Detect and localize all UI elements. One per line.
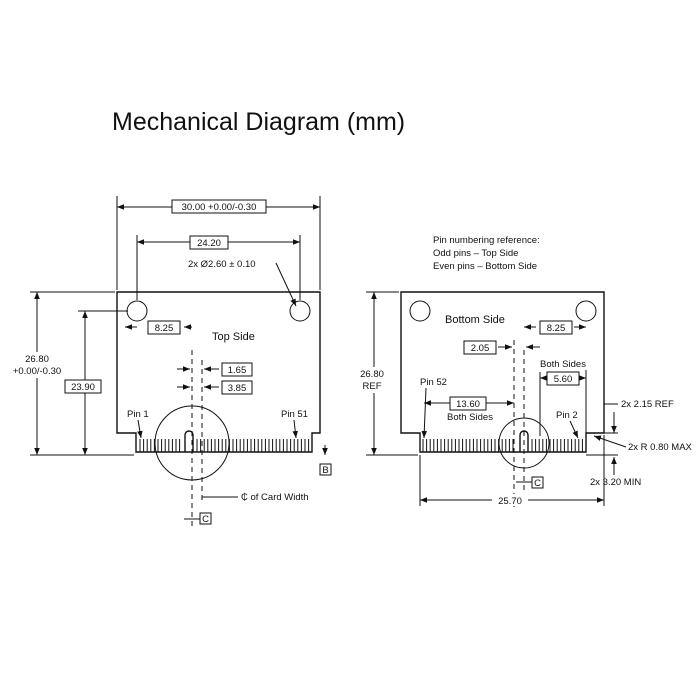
bottom-height-label: 26.80 <box>360 369 384 380</box>
dim-13-60-label: 13.60 <box>456 399 480 410</box>
bottom-height-ref-label: REF <box>363 381 382 392</box>
bottom-pin-first-label: Pin 52 <box>420 377 447 388</box>
dim-1-65-label: 1.65 <box>228 365 247 376</box>
min-3-20-label: 2x 3.20 MIN <box>590 477 641 488</box>
bottom-side-view: Pin numbering reference: Odd pins – Top … <box>356 235 693 510</box>
top-card-outline <box>116 291 321 453</box>
pin-ref-line3: Even pins – Bottom Side <box>433 261 537 272</box>
bottom-mount-hole-left <box>409 300 431 322</box>
centerline-note: ₵ of Card Width <box>241 492 309 503</box>
mount-hole-right <box>289 300 311 322</box>
top-height-label: 26.80 <box>25 354 49 365</box>
radius-label: 2x R 0.80 MAX <box>628 442 693 453</box>
top-height-2-label: 23.90 <box>71 382 95 393</box>
top-hole-offset-label: 8.25 <box>155 323 174 334</box>
mount-hole-left <box>126 300 148 322</box>
bottom-pin-last-label: Pin 2 <box>556 410 578 421</box>
both-sides-label-1: Both Sides <box>540 359 586 370</box>
bottom-card-outline <box>400 291 605 453</box>
page-title: Mechanical Diagram (mm) <box>112 108 406 136</box>
pin-ref-line1: Pin numbering reference: <box>433 235 540 246</box>
top-height-tol-label: +0.00/-0.30 <box>13 366 61 377</box>
top-pin-row <box>139 439 310 452</box>
top-pin-first-label: Pin 1 <box>127 409 149 420</box>
top-side-label: Top Side <box>212 331 255 343</box>
top-width-label: 30.00 +0.00/-0.30 <box>182 202 257 213</box>
top-side-view: 30.00 +0.00/-0.30 24.20 2x Ø2.60 ± 0.10 … <box>13 196 332 530</box>
both-sides-label-2: Both Sides <box>447 412 493 423</box>
top-pin-last-label: Pin 51 <box>281 409 308 420</box>
bottom-datum-c-label: C <box>534 478 541 489</box>
dim-2-05-label: 2.05 <box>471 343 490 354</box>
bottom-side-label: Bottom Side <box>445 314 505 326</box>
ref-2-15-label: 2x 2.15 REF <box>621 399 674 410</box>
top-hole-spacing-label: 24.20 <box>197 238 221 249</box>
top-hole-note: 2x Ø2.60 ± 0.10 <box>188 259 256 270</box>
datum-b-label: B <box>322 465 328 476</box>
bottom-hole-offset-label: 8.25 <box>547 323 566 334</box>
dim-3-85-label: 3.85 <box>228 383 247 394</box>
top-datum-c-label: C <box>202 514 209 525</box>
bottom-mount-hole-right <box>575 300 597 322</box>
bottom-pin-row <box>422 439 583 452</box>
pin-ref-line2: Odd pins – Top Side <box>433 248 518 259</box>
bottom-width-label: 25.70 <box>498 496 522 507</box>
top-key-notch <box>184 430 194 452</box>
dim-5-60-label: 5.60 <box>554 374 573 385</box>
